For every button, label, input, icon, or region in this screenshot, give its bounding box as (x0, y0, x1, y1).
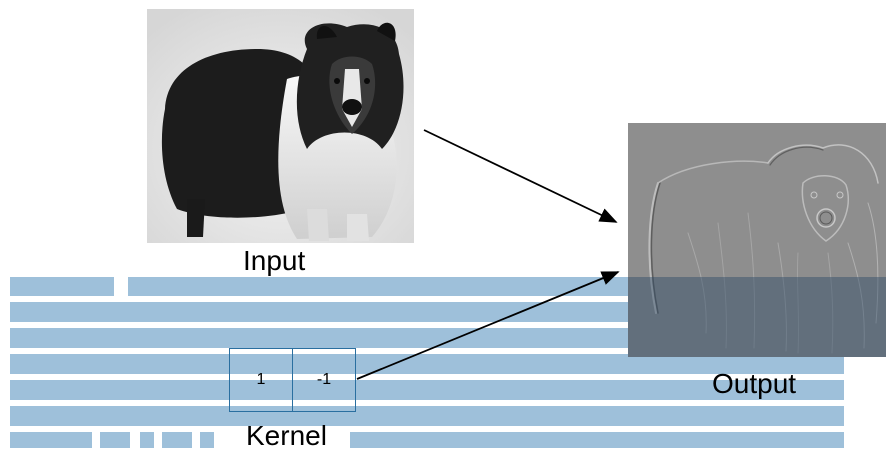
text-bar (200, 432, 214, 448)
text-bar (100, 432, 130, 448)
text-bar (10, 406, 844, 426)
input-dog-photo (147, 9, 414, 243)
kernel-matrix: 1 -1 (229, 348, 356, 412)
text-bar (350, 432, 844, 448)
text-bar (10, 432, 92, 448)
text-bar (10, 380, 844, 400)
kernel-cell: -1 (292, 349, 355, 411)
output-label: Output (712, 368, 797, 399)
kernel-label: Kernel (246, 420, 327, 451)
text-bar (10, 277, 114, 296)
text-bar (140, 432, 154, 448)
input-label: Input (243, 245, 306, 276)
text-bar (162, 432, 192, 448)
kernel-cell: 1 (256, 371, 266, 388)
output-edge-image (628, 123, 886, 357)
